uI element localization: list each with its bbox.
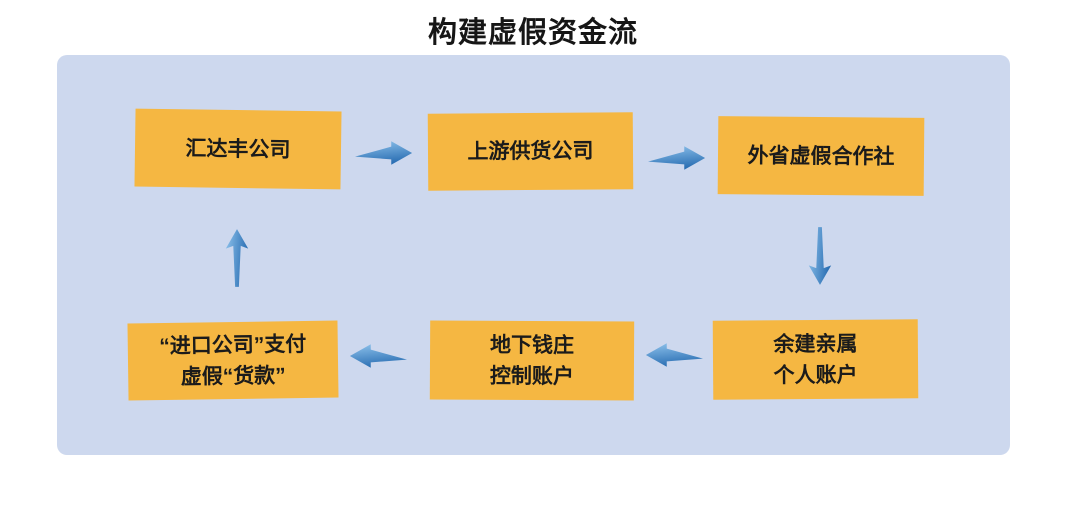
arrow-left-icon	[349, 344, 407, 368]
node-label: 地下钱庄	[490, 333, 575, 357]
node-label: 余建亲属	[773, 332, 858, 356]
node-huidafeng-company: 汇达丰公司	[134, 108, 342, 190]
node-underground-bank: 地下钱庄 控制账户	[429, 320, 635, 401]
node-label: 汇达丰公司	[185, 136, 291, 162]
node-label: 虚假“货款”	[180, 363, 286, 389]
arrow-right-icon	[355, 141, 413, 165]
node-label: “进口公司”支付	[159, 332, 307, 358]
node-label: 上游供货公司	[467, 139, 594, 164]
arrow-down-icon	[808, 227, 832, 285]
node-import-payment: “进口公司”支付 虚假“货款”	[127, 320, 339, 401]
arrow-up-icon	[225, 229, 249, 287]
node-relatives-accounts: 余建亲属 个人账户	[712, 319, 919, 400]
arrow-left-icon	[645, 343, 703, 367]
arrow-right-icon	[648, 146, 706, 170]
node-label: 控制账户	[489, 364, 574, 388]
node-label: 外省虚假合作社	[747, 143, 895, 169]
node-fake-cooperative: 外省虚假合作社	[717, 116, 925, 196]
diagram-title: 构建虚假资金流	[427, 17, 638, 49]
node-upstream-supplier: 上游供货公司	[427, 112, 634, 191]
node-label: 个人账户	[773, 363, 858, 387]
